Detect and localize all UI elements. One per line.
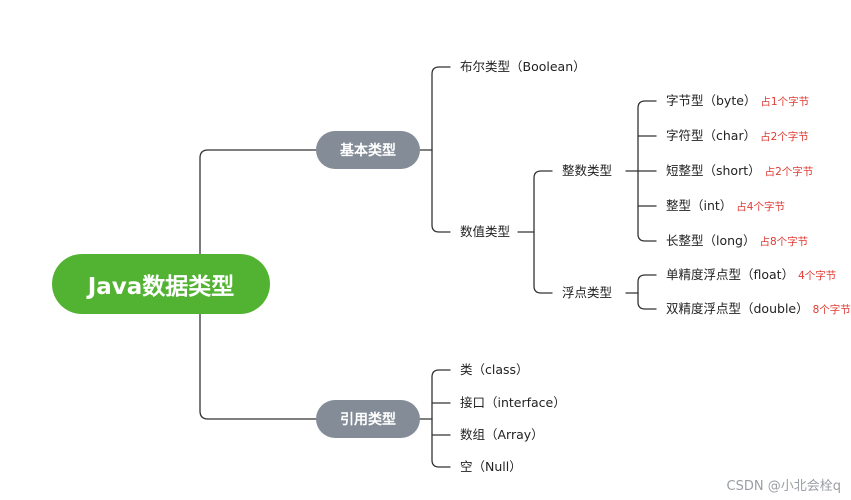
char-size-note: 占2个字节	[760, 131, 809, 143]
boolean-type-node: 布尔类型（Boolean）	[460, 59, 586, 74]
interface-type-node: 接口（interface）	[460, 395, 566, 410]
int-type-node: 整型（int） 占4个字节	[666, 198, 785, 215]
long-type-label: 长整型（long）	[666, 233, 756, 248]
reference-types-node: 引用类型	[316, 400, 420, 438]
float-type-node: 浮点类型	[562, 285, 613, 300]
byte-size-note: 占1个字节	[760, 96, 810, 108]
integer-type-node: 整数类型	[562, 163, 613, 178]
byte-type-node: 字节型（byte） 占1个字节	[666, 93, 809, 110]
numeric-type-node: 数值类型	[460, 224, 511, 239]
float-double-node: 双精度浮点型（double） 8个字节	[666, 301, 851, 318]
class-type-node: 类（class）	[460, 362, 529, 377]
long-size-note: 占8个字节	[759, 236, 809, 248]
float-single-node: 单精度浮点型（float） 4个字节	[666, 267, 836, 284]
char-type-node: 字符型（char） 占2个字节	[666, 128, 809, 145]
watermark: CSDN @小北会栓q	[726, 479, 841, 494]
short-type-label: 短整型（short）	[666, 163, 761, 178]
byte-type-label: 字节型（byte）	[666, 93, 757, 108]
char-type-label: 字符型（char）	[666, 128, 757, 143]
float-single-label: 单精度浮点型（float）	[666, 267, 795, 282]
int-size-note: 占4个字节	[736, 201, 785, 213]
long-type-node: 长整型（long） 占8个字节	[666, 233, 808, 250]
null-type-node: 空（Null）	[460, 459, 522, 474]
float-single-note: 4个字节	[798, 270, 837, 282]
root-node: Java数据类型	[52, 254, 270, 314]
float-double-note: 8个字节	[812, 304, 851, 316]
short-type-node: 短整型（short） 占2个字节	[666, 163, 813, 180]
int-type-label: 整型（int）	[666, 198, 733, 213]
array-type-node: 数组（Array）	[460, 427, 544, 442]
float-double-label: 双精度浮点型（double）	[666, 301, 809, 316]
short-size-note: 占2个字节	[764, 166, 814, 178]
basic-types-node: 基本类型	[316, 131, 420, 169]
